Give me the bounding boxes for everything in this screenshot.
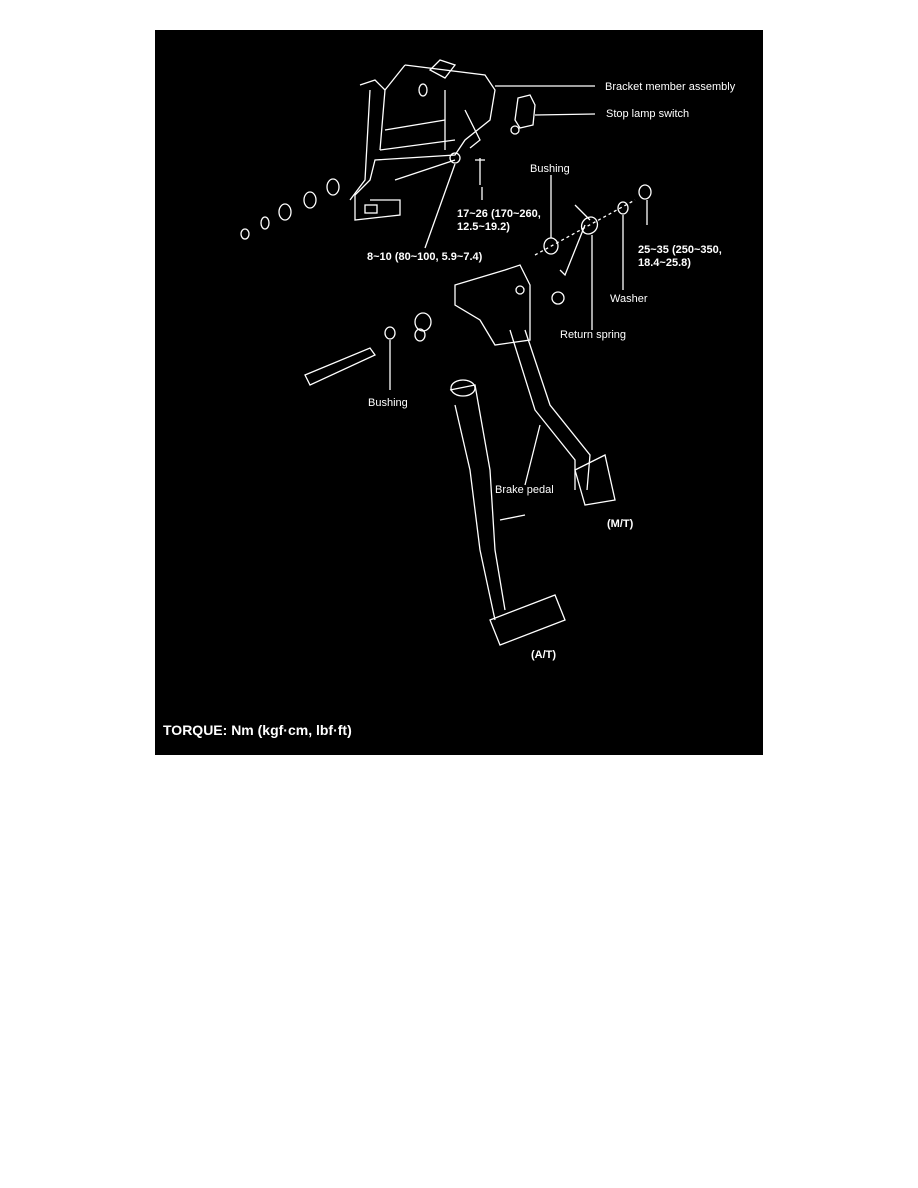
label-torque-bolt: 17~26 (170~260,12.5~19.2) [457,208,541,234]
torque-bolt-line2: 12.5~19.2) [457,221,510,233]
label-stop-lamp-switch: Stop lamp switch [606,108,690,120]
at-pedal-drawing [449,384,506,621]
label-bracket-member-assembly: Bracket member assembly [605,81,736,93]
left-washers-drawing [240,178,340,240]
label-bushing-bottom: Bushing [368,397,408,409]
pedal-pivot-drawing [454,264,531,346]
label-mt: (M/T) [607,518,634,530]
label-torque-right: 25~35 (250~350,18.4~25.8) [638,244,722,270]
label-brake-pedal: Brake pedal [495,484,554,496]
label-washer: Washer [610,293,648,305]
stop-lamp-switch-drawing [495,85,596,135]
bolt-drawing [475,158,485,185]
label-return-spring: Return spring [560,329,627,341]
torque-units-caption: TORQUE: Nm (kgf·cm, lbf·ft) [163,722,352,738]
return-spring-drawing [559,204,599,277]
label-bushing-top: Bushing [530,163,570,175]
bracket-member-drawing [349,59,496,221]
label-torque-nut: 8~10 (80~100, 5.9~7.4) [367,251,483,263]
diagram-panel: Bracket member assembly Stop lamp switch… [155,30,763,755]
torque-right-line1: 25~35 (250~350, [638,244,722,256]
label-at: (A/T) [531,649,557,661]
torque-right-line2: 18.4~25.8) [638,257,691,269]
pivot-bolt-drawing [304,347,376,386]
mt-pedal-drawing [509,329,591,491]
torque-bolt-line1: 17~26 (170~260, [457,208,541,220]
brake-pedal-exploded-drawing [240,59,652,646]
